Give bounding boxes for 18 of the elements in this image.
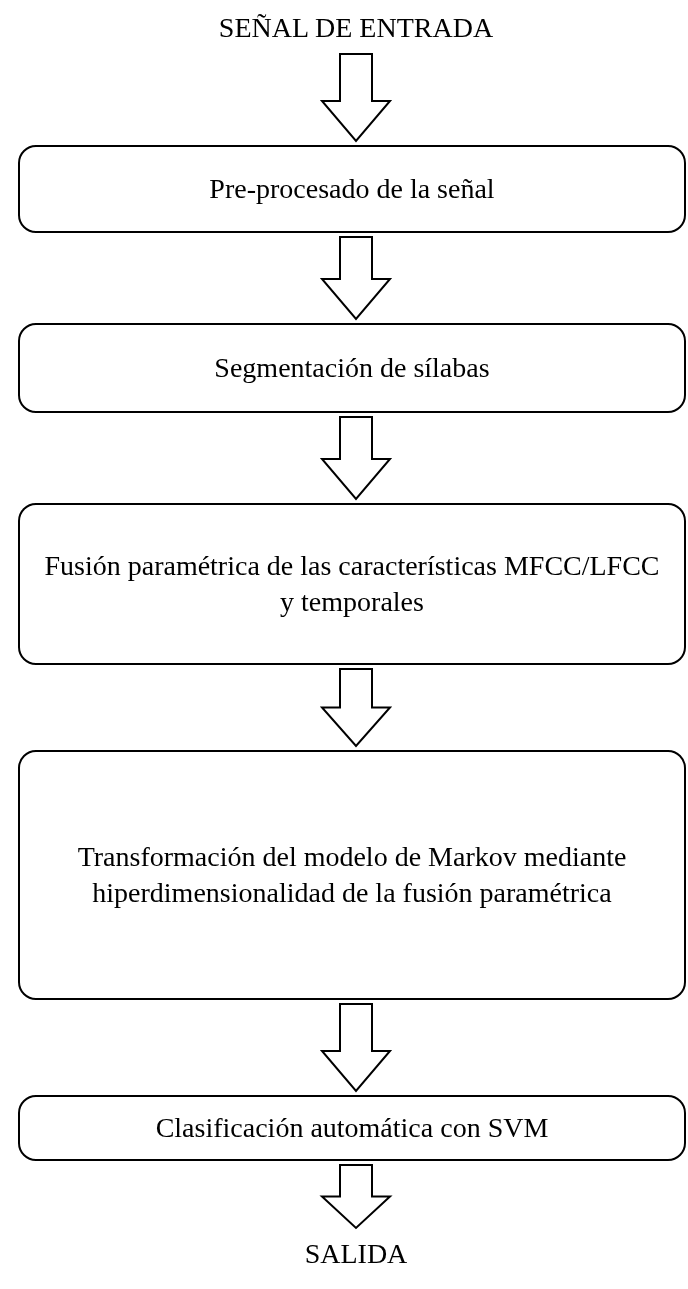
terminal-label: SEÑAL DE ENTRADA	[218, 11, 494, 45]
block-arrow	[319, 53, 393, 143]
step-text: Fusión paramétrica de las características MFCC/LFCC y temporales	[43, 549, 661, 619]
block-arrow	[319, 1164, 393, 1230]
process-box	[18, 323, 686, 413]
step-text: Transformación del modelo de Markov mediante hiperdimensionalidad de la fusión paramétrica	[76, 840, 628, 910]
step-text: Clasificación automática con SVM	[155, 1111, 549, 1145]
block-arrow	[319, 668, 393, 748]
step-text: Segmentación de sílabas	[214, 351, 490, 385]
step-text: Pre-procesado de la señal	[209, 172, 495, 206]
block-arrow	[319, 1003, 393, 1093]
process-box	[18, 503, 686, 665]
process-box	[18, 1095, 686, 1161]
block-arrow	[319, 236, 393, 321]
process-box	[18, 145, 686, 233]
block-arrow	[319, 416, 393, 501]
process-box	[18, 750, 686, 1000]
terminal-label: SALIDA	[304, 1237, 408, 1271]
